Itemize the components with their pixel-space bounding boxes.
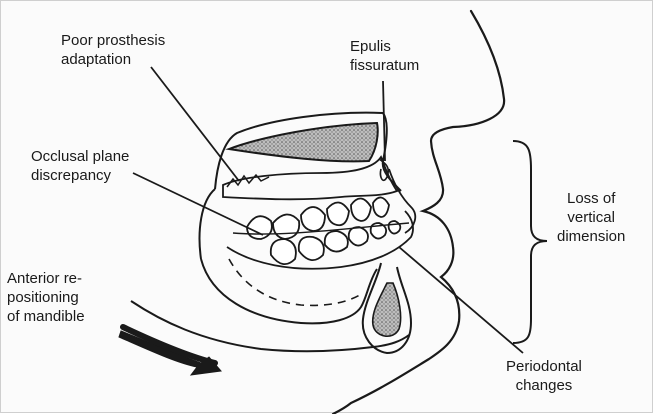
label-line: Anterior re- (7, 269, 85, 288)
label-line: adaptation (61, 50, 165, 69)
label-line: dimension (557, 227, 625, 246)
upper-denture-base (223, 157, 397, 199)
mandible-body (201, 259, 377, 323)
label-line: fissuratum (350, 56, 419, 75)
label-line: of mandible (7, 307, 85, 326)
vertical-dimension-brace (513, 141, 547, 343)
leader-epulis (383, 81, 385, 161)
label-line: Loss of (557, 189, 625, 208)
label-line: Epulis (350, 37, 419, 56)
leader-periodontal (399, 247, 523, 353)
label-periodontal-changes: Periodontal changes (506, 357, 582, 395)
chin-stippled (373, 283, 401, 336)
label-line: Poor prosthesis (61, 31, 165, 50)
label-loss-of-vertical-dimension: Loss of vertical dimension (557, 189, 625, 246)
label-line: Periodontal (506, 357, 582, 376)
label-line: positioning (7, 288, 85, 307)
label-poor-prosthesis-adaptation: Poor prosthesis adaptation (61, 31, 165, 69)
label-anterior-repositioning: Anterior re- positioning of mandible (7, 269, 85, 326)
label-epulis-fissuratum: Epulis fissuratum (350, 37, 419, 75)
label-occlusal-plane-discrepancy: Occlusal plane discrepancy (31, 147, 129, 185)
label-line: changes (506, 376, 582, 395)
label-line: vertical (557, 208, 625, 227)
mandible-lower-border (131, 301, 409, 351)
leader-occlusal (133, 173, 263, 235)
label-line: discrepancy (31, 166, 129, 185)
ramus-outline (200, 189, 215, 259)
label-line: Occlusal plane (31, 147, 129, 166)
leader-poor-prosthesis (151, 67, 239, 181)
